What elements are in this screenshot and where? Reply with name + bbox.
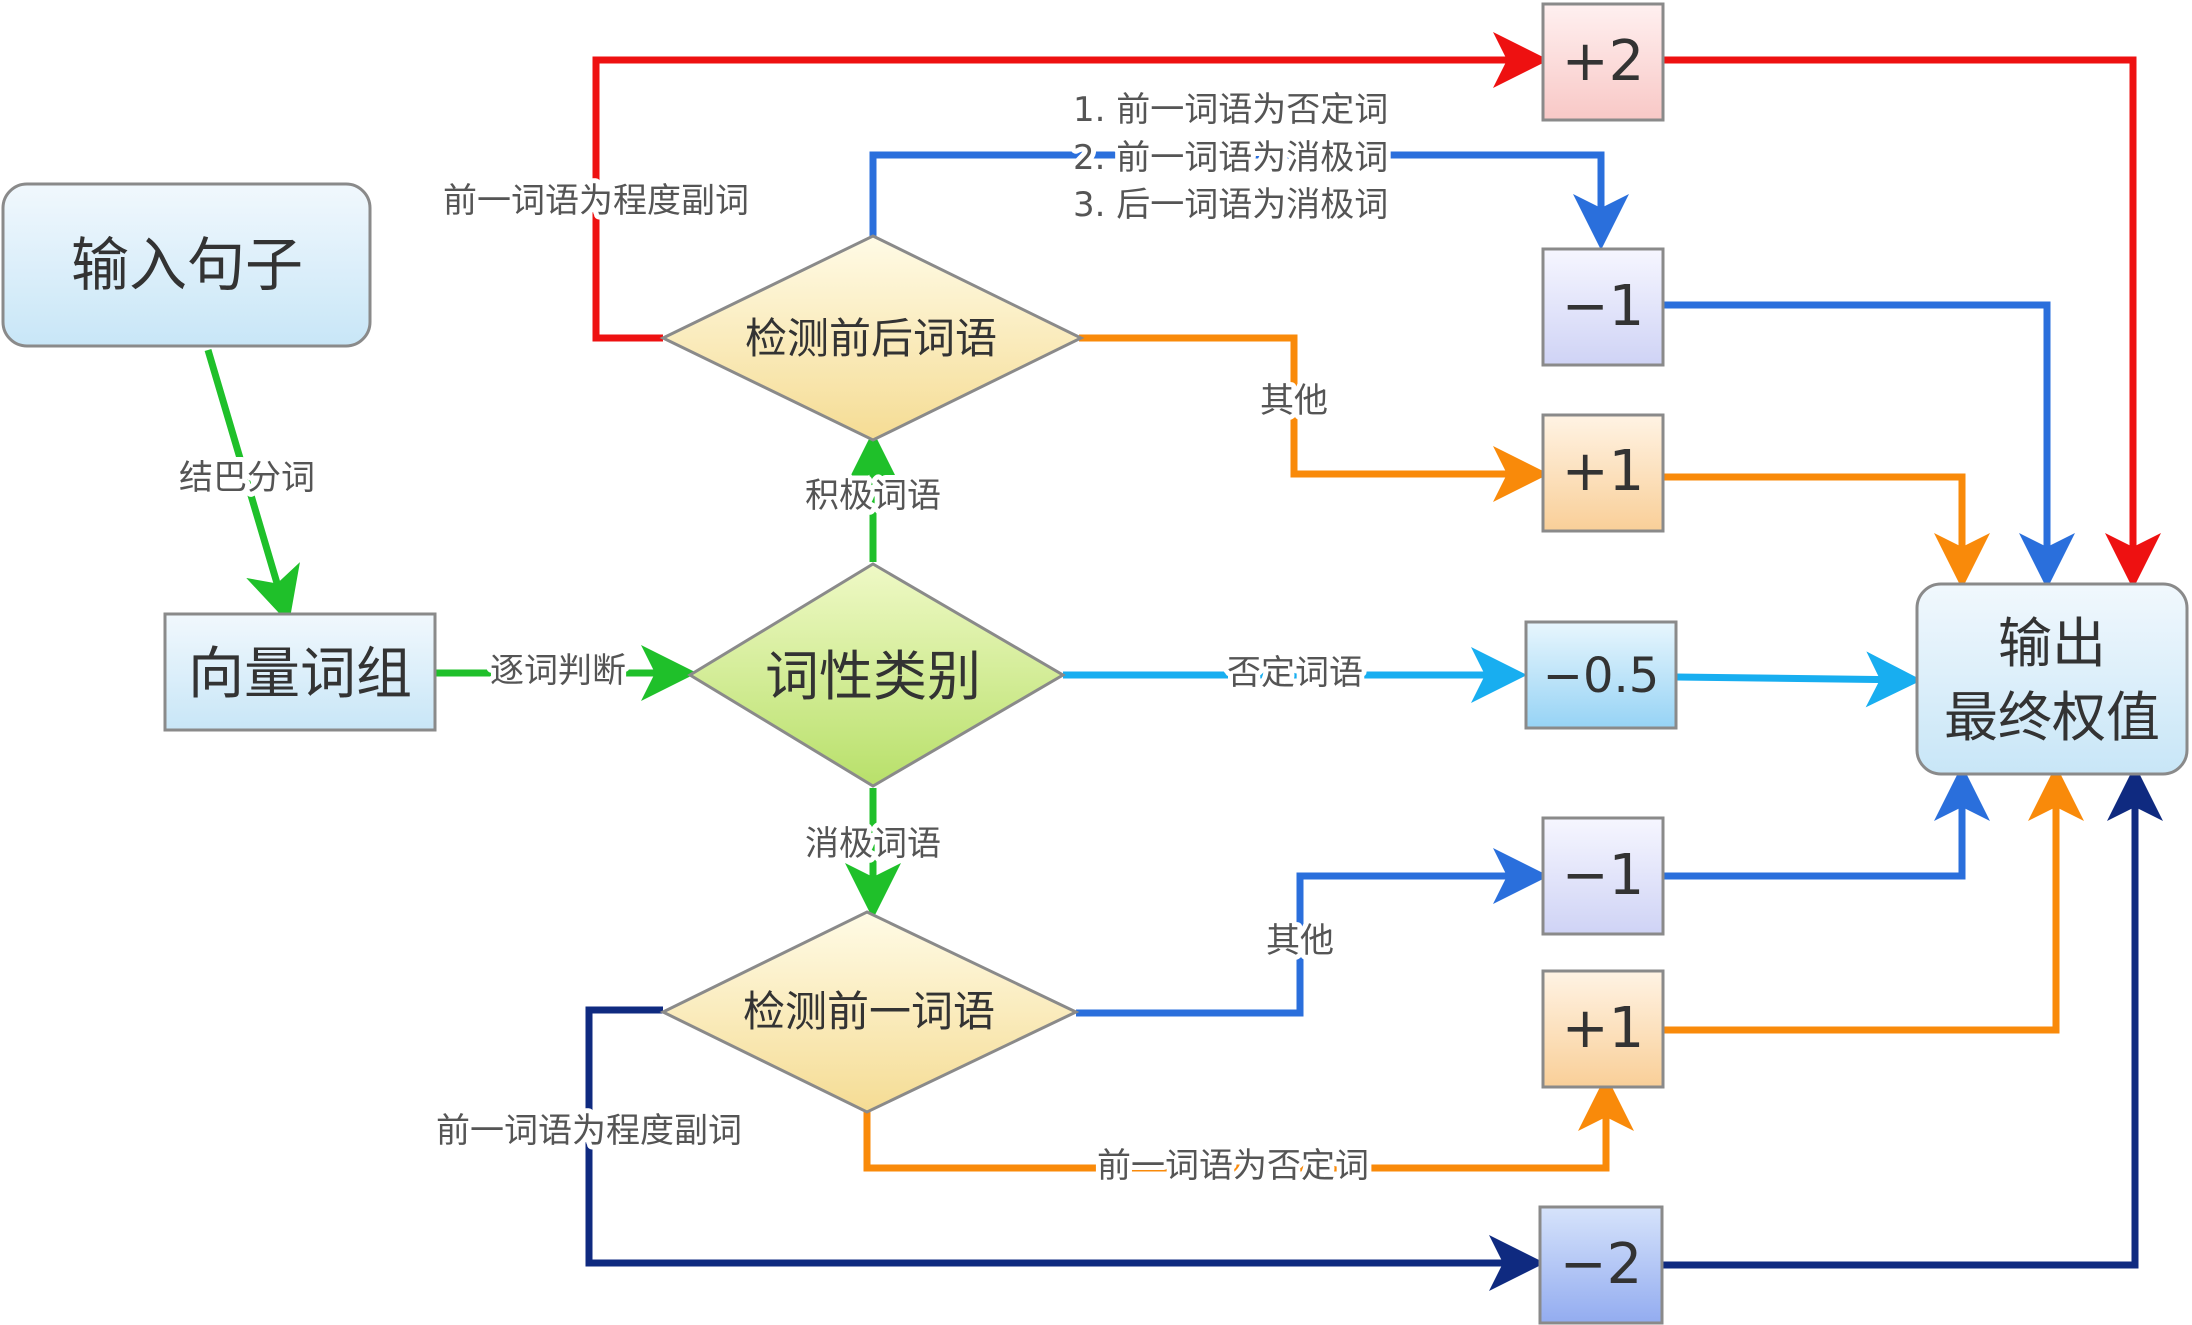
detect-before-after-label: 检测前后词语 [745,314,997,363]
edge-blue-minus1b-output [1663,765,1990,880]
weight-minus1-top: −1 [1541,247,1665,367]
label-other-bottom: 其他 [1266,921,1334,961]
node-detect-previous: 检测前一词语 [659,910,1080,1114]
edge-red-plus2-output [1663,56,2161,589]
label-jieba: 结巴分词 [179,458,315,498]
label-condition-2: 2. 前一词语为消极词 [1073,138,1388,178]
label-condition-1: 1. 前一词语为否定词 [1073,90,1388,130]
edge-orange-plus1b-output [1663,765,2084,1034]
weight-plus2-label: +2 [1562,29,1645,94]
edge-blue-minus1-output [1663,301,2075,589]
weight-minus05: −0.5 [1524,620,1678,730]
weight-plus1-top-label: +1 [1562,439,1645,504]
node-output: 输出 最终权值 [1915,582,2189,776]
weight-plus1-bottom: +1 [1541,969,1665,1089]
label-condition-3: 3. 后一词语为消极词 [1073,185,1388,225]
weight-plus2: +2 [1541,2,1665,122]
label-prev-degree-bottom: 前一词语为程度副词 [436,1111,742,1151]
label-prev-negation: 前一词语为否定词 [1097,1146,1369,1186]
node-input-sentence: 输入句子 [1,182,372,348]
weight-minus05-label: −0.5 [1543,648,1660,704]
weight-minus1-top-label: −1 [1562,274,1645,339]
edge-orange-plus1-output [1663,473,1990,589]
node-detect-before-after: 检测前后词语 [659,234,1085,442]
node-pos-category: 词性类别 [687,562,1066,788]
weight-plus1-top: +1 [1541,413,1665,533]
label-positive: 积极词语 [805,476,941,516]
edge-cyan-minus05-output [1675,651,1922,708]
node-word-vector: 向量词组 [163,612,437,732]
weight-plus1-bottom-label: +1 [1562,996,1645,1061]
detect-previous-label: 检测前一词语 [743,987,995,1036]
weight-minus2-label: −2 [1560,1232,1643,1297]
output-label-line1: 输出 [1998,612,2106,675]
output-label-line2: 最终权值 [1944,686,2160,749]
label-other-top: 其他 [1260,381,1328,421]
edge-red-prev-degree [592,32,1549,342]
edge-blue-conditions [869,151,1629,250]
label-word-by-word: 逐词判断 [490,651,626,691]
edge-orange-prev-negation [863,1075,1634,1172]
word-vector-label: 向量词组 [188,642,412,707]
edge-navy-minus2-output [1663,765,2163,1269]
label-negative: 消极词语 [805,824,941,864]
edge-jieba [204,349,300,624]
edge-blue-other-bottom [1076,848,1549,1017]
label-prev-degree-top: 前一词语为程度副词 [443,181,749,221]
label-negation-word: 否定词语 [1227,653,1363,693]
input-sentence-label: 输入句子 [71,231,303,299]
pos-category-label: 词性类别 [765,645,981,708]
edge-orange-other-top [1079,334,1549,502]
edge-navy-prev-degree [585,1006,1545,1291]
weight-minus1-bottom-label: −1 [1562,843,1645,908]
weight-minus2: −2 [1538,1205,1664,1325]
weight-minus1-bottom: −1 [1541,816,1665,936]
